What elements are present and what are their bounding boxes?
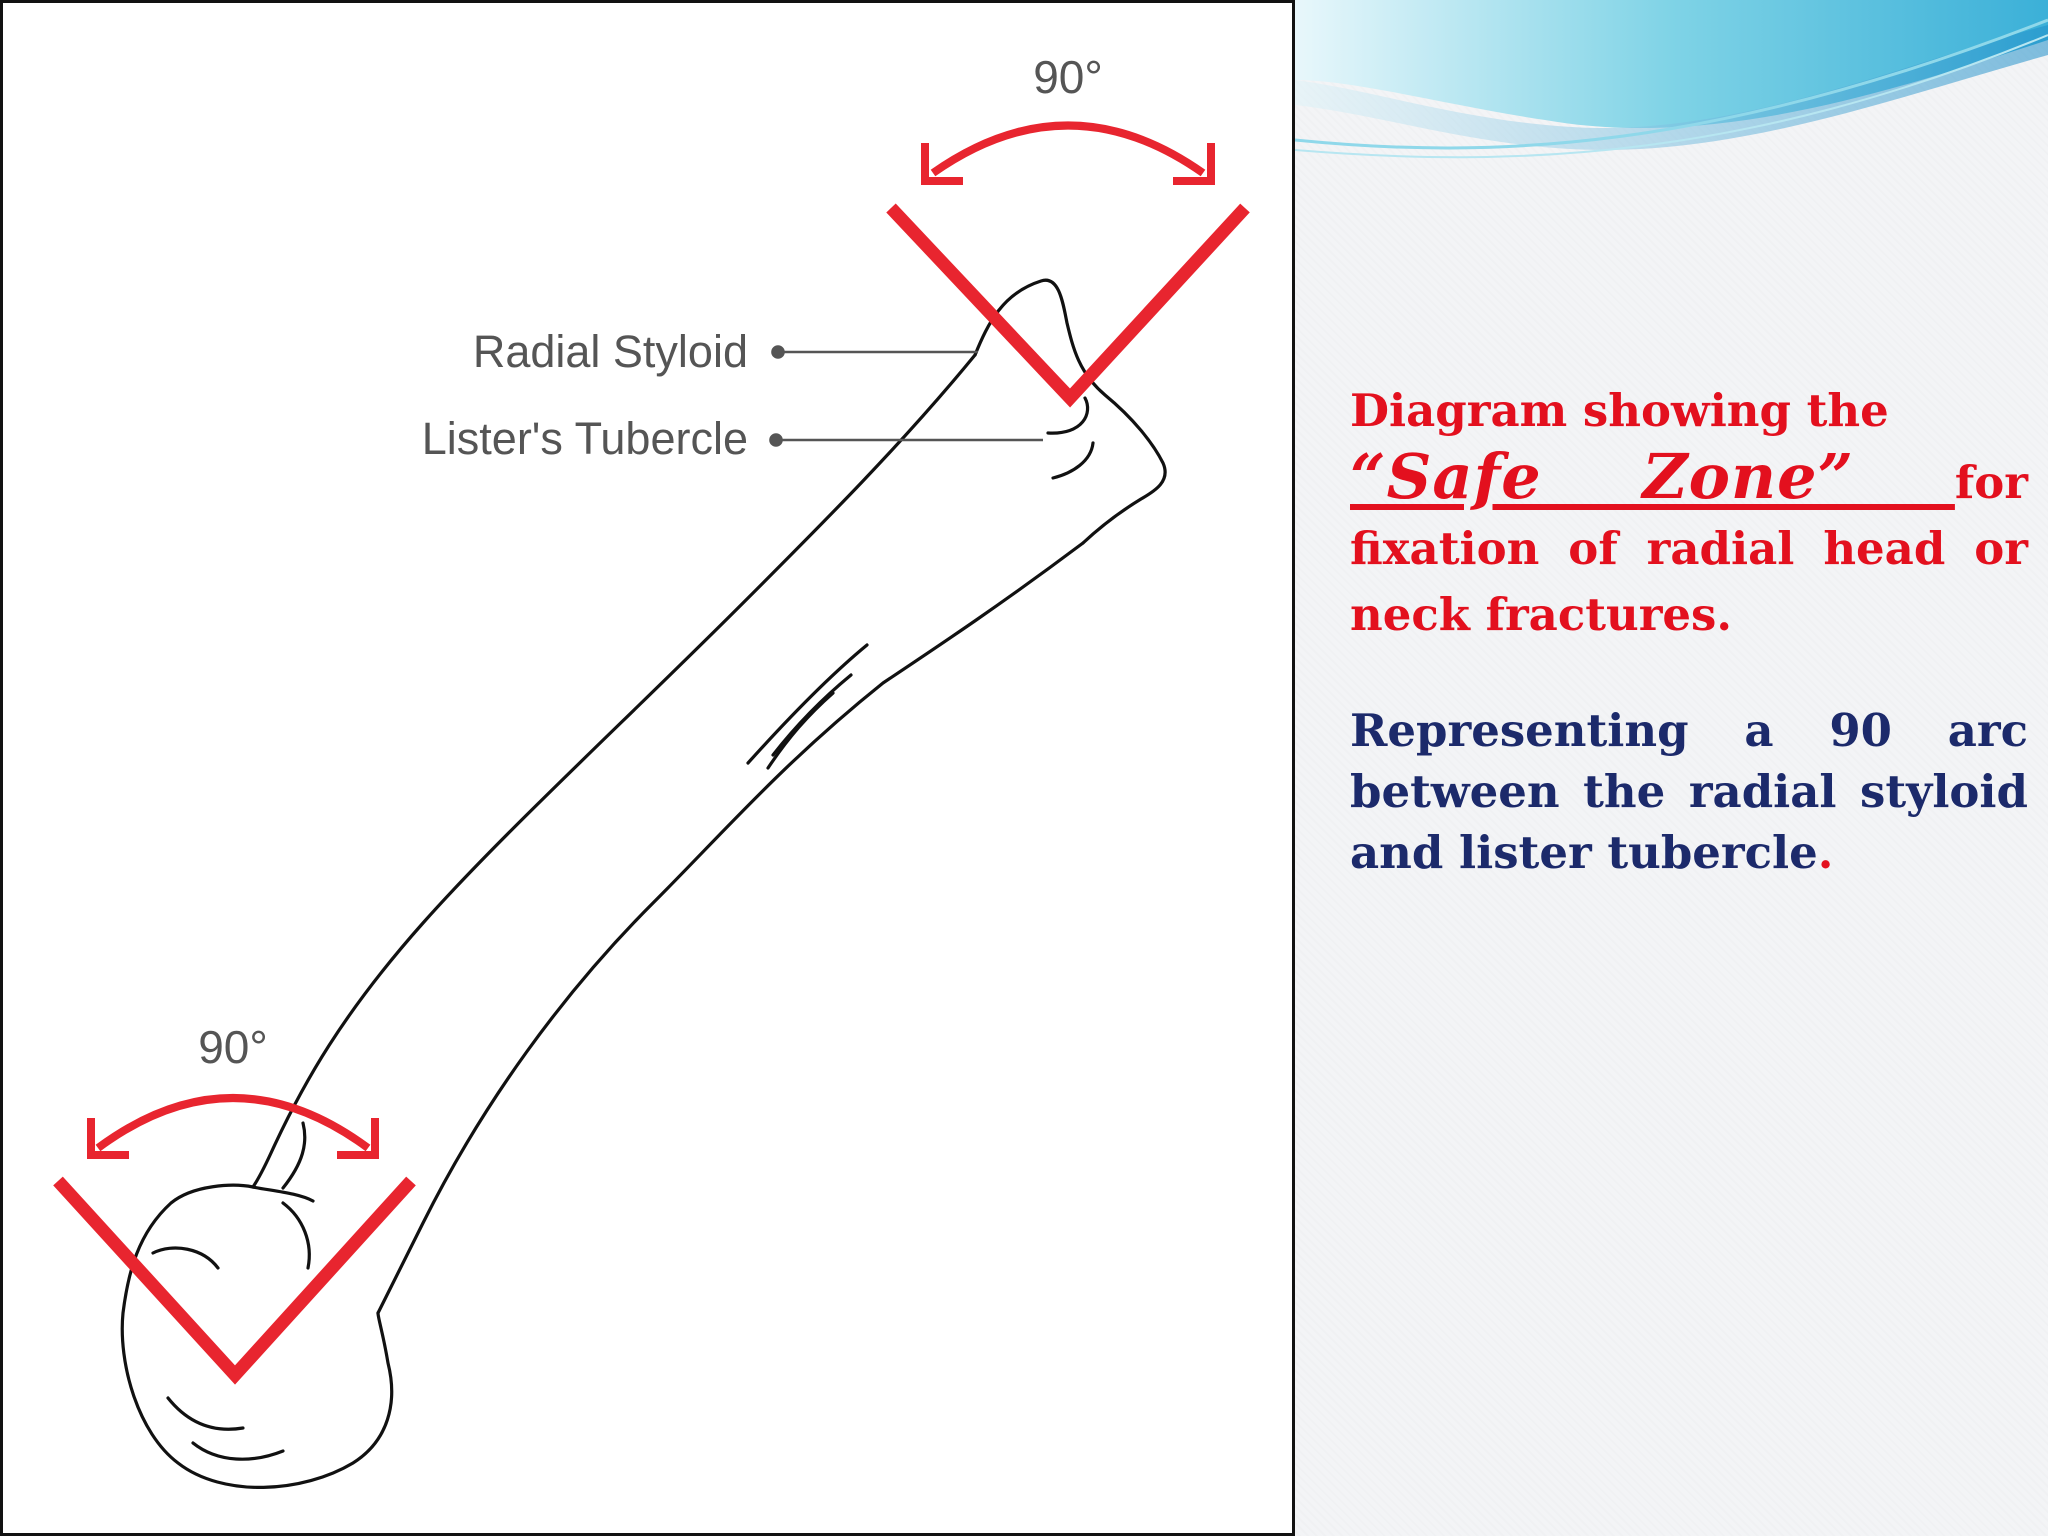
radius-bone bbox=[120, 278, 1167, 1489]
bottom-angle-label: 90° bbox=[198, 1021, 268, 1073]
decorative-wave bbox=[1295, 0, 2048, 159]
top-angle-label: 90° bbox=[1033, 51, 1103, 103]
top-v-marker bbox=[886, 203, 1250, 408]
radial-styloid-label: Radial Styloid bbox=[473, 326, 748, 377]
bottom-arc-arrow-left bbox=[87, 1118, 129, 1159]
top-safe-zone-marker: 90° bbox=[886, 51, 1250, 408]
description-paragraph-1: Diagram showing the “Safe Zone” for fixa… bbox=[1350, 378, 2028, 648]
top-arc-arrow-right bbox=[1173, 143, 1215, 185]
bottom-v-marker bbox=[53, 1176, 416, 1385]
leader-lines bbox=[769, 345, 1043, 447]
bottom-arc-arrow-right bbox=[337, 1118, 379, 1159]
styloid-leader-dot bbox=[771, 345, 785, 359]
top-arc bbox=[930, 121, 1206, 177]
description-paragraph-2: Representing a 90 arc between the radial… bbox=[1350, 700, 2028, 883]
top-arc-arrow-left bbox=[921, 143, 963, 185]
diagram-panel: Radial Styloid Lister's Tubercle 90° 90° bbox=[0, 0, 1295, 1536]
radius-bone-diagram: Radial Styloid Lister's Tubercle 90° 90° bbox=[53, 51, 1250, 1489]
safe-zone-emphasis: “Safe Zone” bbox=[1350, 440, 1955, 513]
listers-tubercle-label: Lister's Tubercle bbox=[422, 413, 748, 464]
p2-text: Representing a 90 arc between the radial… bbox=[1350, 704, 2028, 879]
p1-lead-text: Diagram showing the bbox=[1350, 384, 1889, 437]
bottom-arc bbox=[95, 1094, 371, 1152]
p2-end-period: . bbox=[1817, 826, 1834, 879]
bottom-safe-zone-marker: 90° bbox=[53, 1021, 416, 1385]
p1-rest-text: for fixation of radial head or neck frac… bbox=[1350, 456, 2028, 641]
tubercle-leader-dot bbox=[769, 433, 783, 447]
